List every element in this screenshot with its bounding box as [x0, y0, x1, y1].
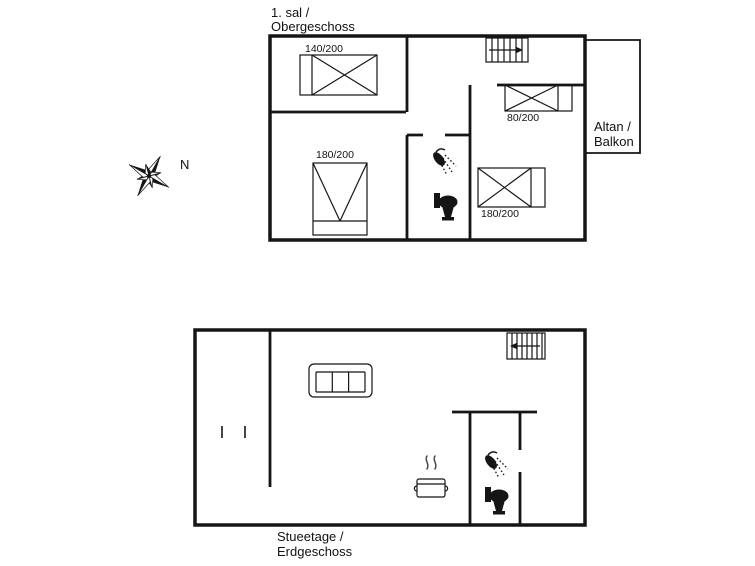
bed-140x200-label: 140/200	[305, 43, 343, 55]
bed-80x200-label: 80/200	[507, 112, 539, 124]
compass-rose-icon	[126, 153, 172, 199]
bed-180x200-left	[312, 162, 368, 236]
bed-180x200-left-label: 180/200	[316, 149, 354, 161]
stairs-arrow	[516, 46, 523, 54]
upper-floor-title-line1: 1. sal /	[271, 5, 310, 20]
stairs-icon	[485, 37, 529, 63]
ground-interior-walls	[268, 330, 537, 525]
ground-outer-walls	[193, 328, 587, 527]
stairs-arrow	[510, 342, 517, 350]
bed-140x200	[299, 54, 378, 96]
ground-floor-title-line2: Erdgeschoss	[277, 544, 353, 559]
ground-floor-plan: Stueetage / Erdgeschoss	[193, 328, 587, 559]
balcony-label-line1: Altan /	[594, 119, 631, 134]
compass-north-label: N	[180, 157, 189, 172]
upper-outer-walls	[268, 34, 587, 242]
ground-floor-title-line1: Stueetage /	[277, 529, 344, 544]
balcony-outline	[585, 39, 641, 154]
toilet-icon	[485, 487, 509, 515]
bed-180x200-right-label: 180/200	[481, 208, 519, 220]
toilet-icon	[434, 193, 458, 221]
bed-80x200	[504, 84, 573, 112]
shower-icon	[482, 451, 509, 479]
upper-interior-walls	[270, 36, 585, 240]
upper-floor-plan: 1. sal / Obergeschoss Altan / Balkon 140…	[268, 5, 641, 242]
bed-180x200-right	[477, 167, 546, 208]
sofa-icon	[308, 363, 373, 398]
balcony-label-line2: Balkon	[594, 134, 634, 149]
window-marks-icon	[221, 426, 246, 438]
stairs-icon	[506, 332, 546, 360]
shower-icon	[430, 148, 457, 176]
pot-icon	[413, 455, 449, 498]
upper-floor-title-line2: Obergeschoss	[271, 19, 355, 34]
